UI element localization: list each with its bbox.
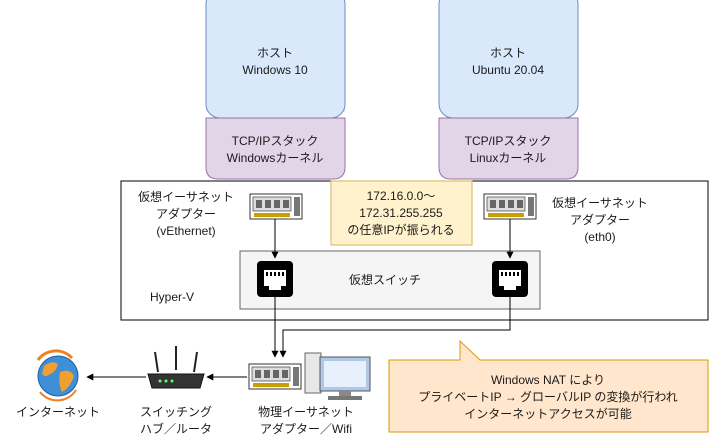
stack-ubuntu: TCP/IPスタック bbox=[465, 134, 552, 148]
connector-arrow bbox=[279, 297, 511, 358]
physical-adapter-line1: 物理イーサネット bbox=[258, 405, 354, 419]
vadapter-left-line2: アダプター bbox=[156, 206, 216, 221]
ip-note-line3: の任意IPが振られる bbox=[347, 222, 454, 237]
stack-windows: TCP/IPスタック bbox=[232, 134, 319, 148]
pc-icon bbox=[304, 352, 371, 400]
nat-callout-line3: インターネットアクセスが可能 bbox=[464, 406, 631, 421]
physical-adapter-line2: アダプター／Wifi bbox=[260, 421, 352, 436]
network-card-icon bbox=[248, 363, 302, 390]
vadapter-right-line3: (eth0) bbox=[584, 230, 615, 244]
host-ubuntu-os: Ubuntu 20.04 bbox=[472, 63, 544, 77]
vadapter-left-line1: 仮想イーサネット bbox=[138, 189, 234, 204]
nat-callout-line2: プライベートIP → グローバルIP の変換が行われ bbox=[418, 389, 678, 404]
vadapter-left-line3: (vEthernet) bbox=[156, 224, 215, 238]
ethernet-port-icon bbox=[492, 261, 528, 297]
nat-callout bbox=[388, 339, 709, 433]
kernel-ubuntu: Linuxカーネル bbox=[470, 151, 547, 165]
host-windows: ホスト Windows 10 TCP/IPスタック Windowsカーネル bbox=[205, 0, 346, 180]
switch-hub-line2: ハブ／ルータ bbox=[140, 421, 212, 436]
hyperv-label: Hyper-V bbox=[150, 290, 194, 304]
switch-hub-line1: スイッチング bbox=[140, 405, 212, 419]
vadapter-right-line1: 仮想イーサネット bbox=[552, 195, 648, 210]
router-icon bbox=[147, 346, 205, 389]
host-ubuntu-title: ホスト bbox=[490, 46, 526, 60]
vadapter-right-line2: アダプター bbox=[570, 212, 630, 227]
host-windows-os: Windows 10 bbox=[242, 63, 308, 77]
internet-label: インターネット bbox=[16, 405, 100, 419]
ip-note-line1: 172.16.0.0〜 bbox=[367, 189, 436, 203]
globe-icon bbox=[36, 349, 79, 402]
network-card-icon bbox=[483, 193, 537, 220]
ip-note bbox=[330, 180, 473, 246]
ethernet-port-icon bbox=[257, 261, 293, 297]
ip-note-line2: 172.31.255.255 bbox=[359, 206, 443, 220]
nat-callout-line1: Windows NAT により bbox=[491, 373, 605, 387]
virtual-switch-label: 仮想スイッチ bbox=[349, 272, 421, 287]
host-ubuntu: ホスト Ubuntu 20.04 TCP/IPスタック Linuxカーネル bbox=[438, 0, 579, 180]
kernel-windows: Windowsカーネル bbox=[227, 151, 324, 165]
network-card-icon bbox=[249, 193, 303, 220]
host-windows-title: ホスト bbox=[257, 46, 293, 60]
